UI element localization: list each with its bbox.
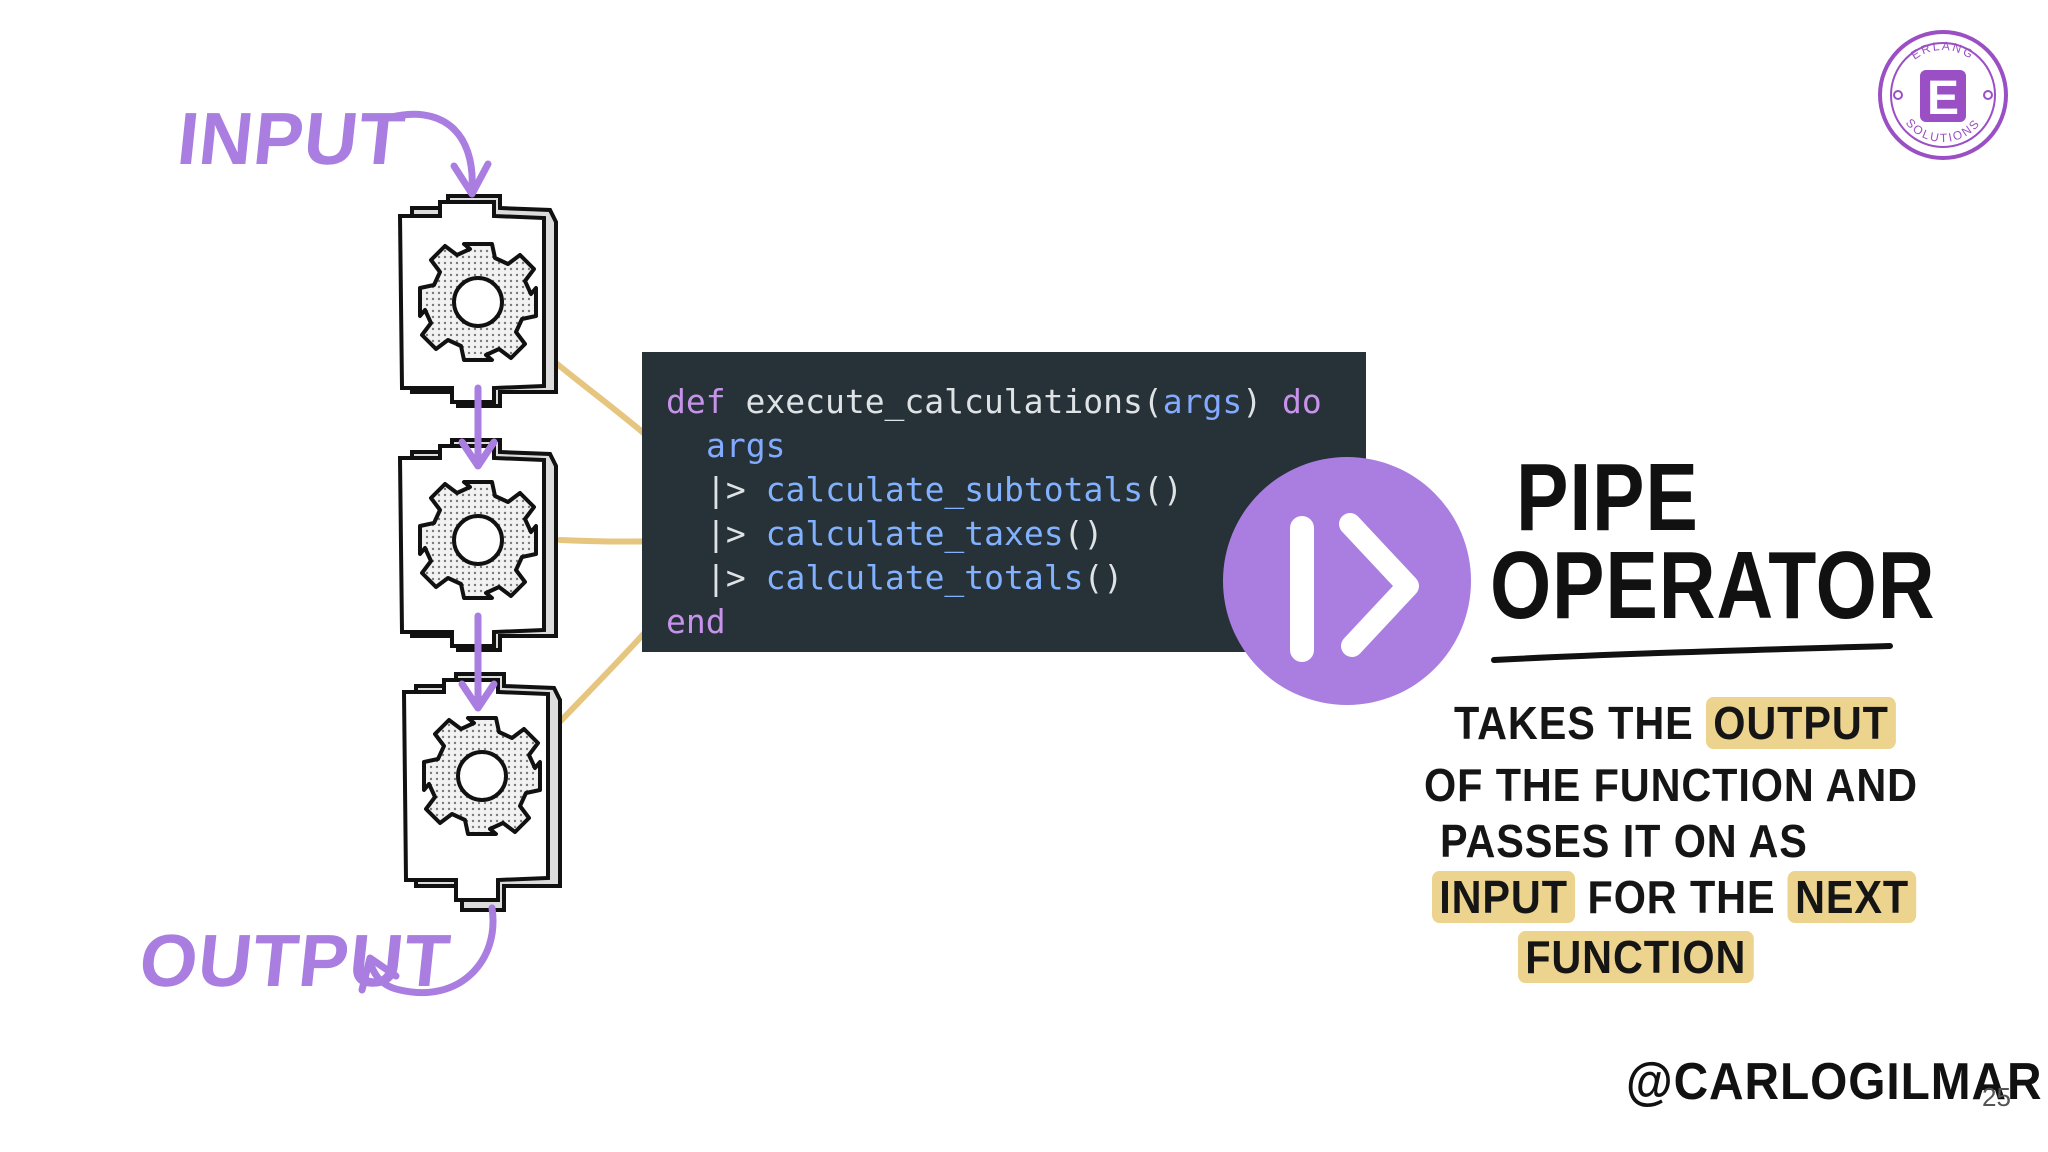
description-line-1: TAKES THE OUTPUT [1454,694,1897,752]
code-block: def execute_calculations(args) do args |… [642,352,1366,652]
description-line-5: FUNCTION [1518,928,1754,986]
function-box-1 [397,194,558,408]
function-box-3 [401,672,562,912]
description-line-2: OF THE FUNCTION AND [1424,759,1918,811]
gear-icon [418,480,538,600]
title-underline [1491,643,1893,663]
code-line-end: end [666,602,726,641]
author-handle: @CARLOGILMAR [1626,1053,2043,1111]
flow-arrows [358,110,498,997]
logo-letter: E [1927,72,1959,125]
erlang-solutions-logo: ERLANG SOLUTIONS E [1878,30,2008,160]
gear-icon [418,242,538,362]
title-line-1: PIPE [1516,444,1699,551]
description-line-4: INPUT FOR THE NEXT [1432,868,1917,926]
gear-icon [422,716,542,836]
highlight-output: OUTPUT [1706,697,1897,749]
title-line-2: OPERATOR [1490,532,1936,639]
code-line-pipe-2: |> calculate_taxes() [706,514,1104,553]
highlight-next: NEXT [1787,871,1917,923]
code-line-1: def execute_calculations(args) do [666,382,1322,421]
pipe-play-icon [1223,457,1471,705]
input-label: INPUT [173,97,410,180]
code-line-pipe-3: |> calculate_totals() [706,558,1124,597]
code-line-2: args [706,426,786,465]
highlight-function: FUNCTION [1518,931,1754,983]
code-line-pipe-1: |> calculate_subtotals() [706,470,1183,509]
slide-number: 25 [1982,1082,2011,1112]
output-label: OUTPUT [135,919,455,1002]
description-line-3: PASSES IT ON AS [1440,815,1808,867]
highlight-input: INPUT [1432,871,1576,923]
